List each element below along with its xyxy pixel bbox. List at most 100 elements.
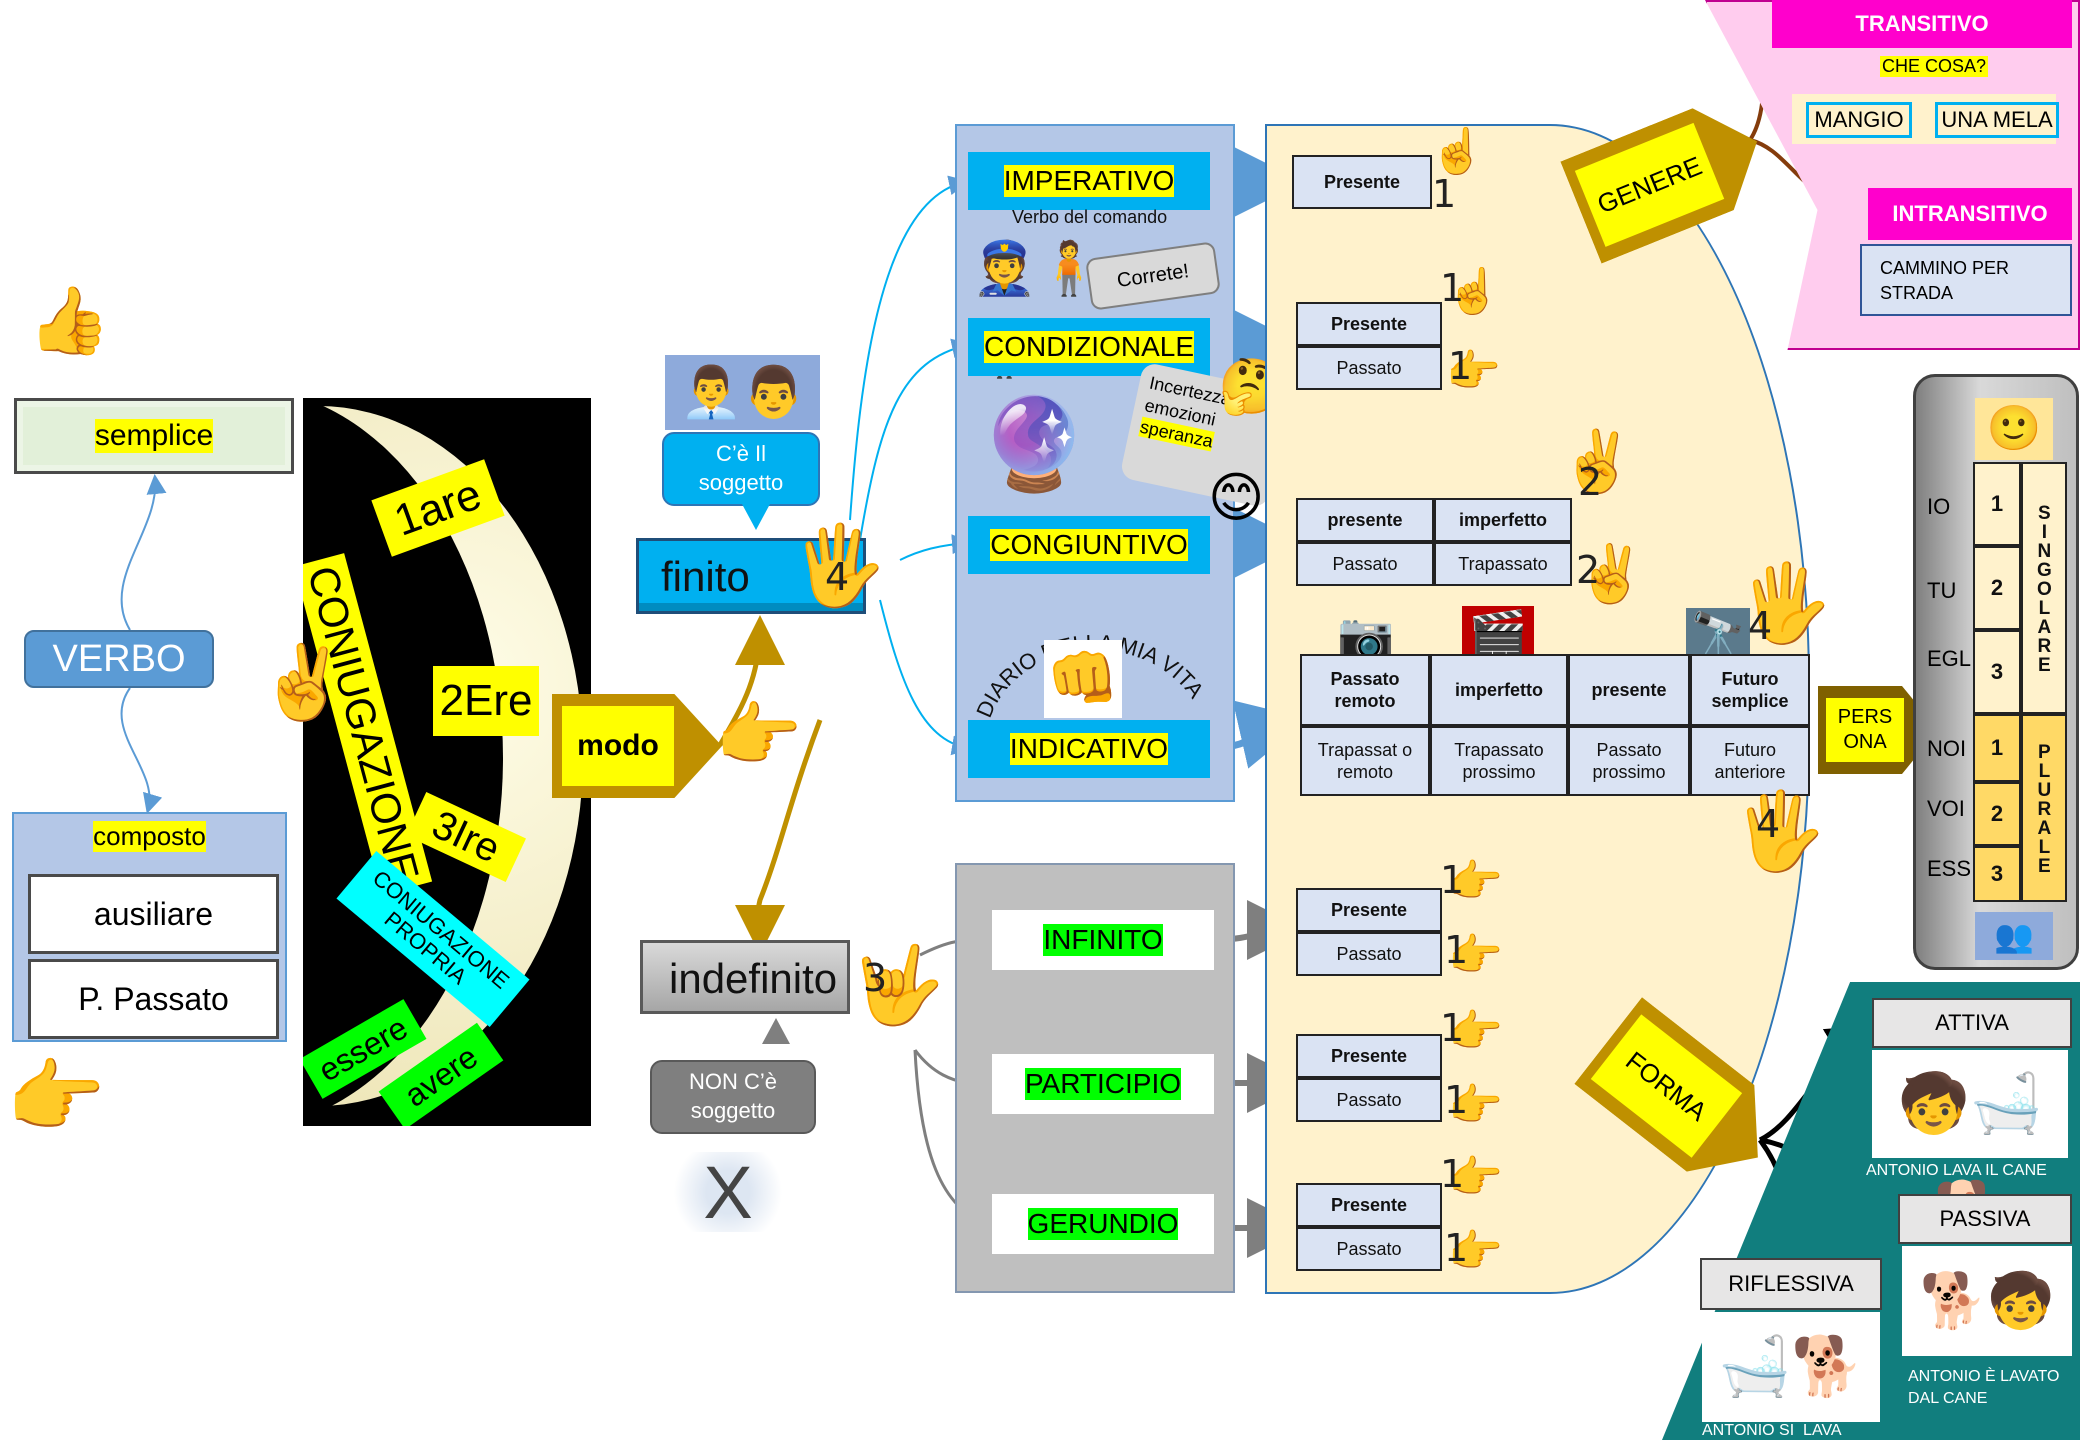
open-hand-icon: 🖐️ (790, 521, 888, 609)
three-fingers-icon: 🤟 (850, 943, 945, 1028)
persona-num-6: 3 (1973, 846, 2021, 902)
congiuntivo-presente: presente (1296, 498, 1434, 542)
pronoun-essi: ESSI (1927, 856, 1978, 881)
indefinito-count: 3 (863, 956, 888, 1000)
indicativo-simple-3: Futuro semplice (1690, 654, 1810, 726)
indicativo-count-a: 4 (1748, 604, 1773, 648)
pointing-hand-icon: 👉 (1448, 1227, 1503, 1276)
person-icon: 🙂 (1975, 398, 2053, 460)
infinito-count-b: 1 (1444, 928, 1469, 972)
pointing-hand-icon: 👉 (1448, 1153, 1503, 1202)
una-mela-label: UNA MELA (1941, 107, 2053, 132)
pointing-hand-icon: 👉 (1448, 857, 1503, 906)
indicativo-compound-3: Futuro anteriore (1690, 726, 1810, 796)
indicativo-compound-0: Trapassat o remoto (1300, 726, 1430, 796)
una-mela-box: UNA MELA (1935, 102, 2059, 138)
condizionale-presente: Presente (1296, 302, 1442, 346)
gerundio-box: GERUNDIO (992, 1194, 1214, 1254)
indicativo-simple-1: imperfetto (1430, 654, 1568, 726)
gerundio-presente: Presente (1296, 1183, 1442, 1227)
attiva-caption: ANTONIO LAVA IL CANE (1866, 1162, 2047, 1179)
passiva-label: PASSIVA (1939, 1206, 2031, 1231)
pronoun-egli: EGLI (1927, 646, 1978, 671)
persona-num-4: 1 (1973, 714, 2021, 782)
pointing-hand-icon: 👉 (1448, 1081, 1503, 1130)
riflessiva-caption: ANTONIO SI LAVA (1702, 1422, 1842, 1439)
pointing-fist-icon: 👊 (1044, 640, 1122, 718)
congiuntivo-box: CONGIUNTIVO (968, 516, 1210, 574)
indicativo-simple-2: presente (1568, 654, 1690, 726)
pronoun-io: IO (1927, 494, 1951, 519)
thumbs-up-icon: 👍 (28, 283, 111, 357)
plurale-label: PLURALE (2021, 714, 2067, 902)
people-icon: 👨‍💼👨 (665, 355, 820, 430)
open-hand-icon: 🖐️ (1732, 789, 1827, 874)
congiuntivo-count-b: 2 (1576, 548, 1601, 592)
cammino-label: CAMMINO PER STRADA (1880, 258, 2010, 304)
transitivo-box: TRANSITIVO (1772, 0, 2072, 48)
soggetto-no-label: NON C’è soggetto (688, 1069, 777, 1123)
finito-box: finito (636, 538, 866, 614)
camera-icon: 📷 (1337, 610, 1395, 662)
persona-num-2: 2 (1973, 546, 2021, 630)
participio-count-a: 1 (1440, 1006, 1465, 1050)
imperativo-count: 1 (1432, 172, 1457, 216)
pronoun-noi: NOI (1927, 736, 1967, 761)
transitivo-label: TRANSITIVO (1855, 11, 1989, 36)
pronoun-voi: VOI (1927, 796, 1965, 821)
congiuntivo-label: CONGIUNTIVO (990, 529, 1188, 561)
infinito-box: INFINITO (992, 910, 1214, 970)
indicativo-compound-2: Passato prossimo (1568, 726, 1690, 796)
bubble-tail (762, 1018, 790, 1044)
participio-label: PARTICIPIO (1024, 1068, 1182, 1100)
riflessiva-picture: 🛁🐕 (1702, 1312, 1880, 1422)
coniugazione-panel: CONIUGAZIONE 1are 2Ere 3Ire CONIUGAZIONE… (303, 398, 591, 1126)
imperativo-presente: Presente (1292, 155, 1432, 209)
riflessiva-label: RIFLESSIVA (1728, 1271, 1854, 1296)
participio-passato-box: P. Passato (28, 959, 279, 1039)
indicativo-simple-0: Passato remoto (1300, 654, 1430, 726)
indefinito-box: indefinito (640, 940, 850, 1014)
indicativo-count-b: 4 (1756, 802, 1781, 846)
pointing-hand-icon: 👉 (6, 1052, 106, 1141)
pointing-hand-icon: 👉 (1448, 931, 1503, 980)
soggetto-no-bubble: NON C’è soggetto (650, 1060, 816, 1134)
infinito-passato: Passato (1296, 932, 1442, 976)
imperativo-label: IMPERATIVO (1003, 165, 1175, 197)
finito-count: 4 (825, 555, 850, 599)
verbo-label: VERBO (52, 637, 186, 680)
forma-label: FORMA (1620, 1044, 1713, 1127)
gerundio-label: GERUNDIO (1027, 1208, 1179, 1240)
indicativo-label: INDICATIVO (1009, 733, 1169, 765)
indicativo-compound-1: Trapassato prossimo (1430, 726, 1568, 796)
participio-count-b: 1 (1444, 1078, 1469, 1122)
verbo-box: VERBO (24, 630, 214, 688)
ausiliare-box: ausiliare (28, 874, 279, 954)
semplice-label: semplice (94, 419, 214, 453)
infinito-count-a: 1 (1440, 858, 1465, 902)
participio-passato-label: P. Passato (78, 980, 229, 1017)
mangio-box: MANGIO (1806, 102, 1912, 138)
ere-label: 2Ere (433, 666, 539, 736)
condizionale-label: CONDIZIONALE (983, 331, 1195, 363)
passiva-box: PASSIVA (1898, 1194, 2072, 1244)
pointing-hand-icon: 👉 (715, 696, 803, 774)
pointing-hand-icon: 👉 (1446, 347, 1501, 396)
attiva-label: ATTIVA (1935, 1010, 2009, 1035)
imperativo-box: IMPERATIVO (968, 152, 1210, 210)
participio-presente: Presente (1296, 1034, 1442, 1078)
indefinito-label: indefinito (669, 955, 838, 1002)
modo-label: modo (577, 729, 659, 762)
pointing-hand-icon: 👉 (1448, 1007, 1503, 1056)
riflessiva-box: RIFLESSIVA (1700, 1258, 1882, 1310)
congiuntivo-count-a: 2 (1578, 460, 1603, 504)
mangio-label: MANGIO (1814, 107, 1904, 132)
finito-label: finito (661, 553, 750, 600)
composto-panel: composto ausiliare P. Passato (12, 812, 287, 1042)
soggetto-yes-label: C’è Il soggetto (698, 441, 784, 495)
bubble-tail (742, 504, 770, 530)
gerundio-count-b: 1 (1444, 1226, 1469, 1270)
pointing-hand-icon: ☝️ (1446, 267, 1501, 316)
infinito-presente: Presente (1296, 888, 1442, 932)
open-hand-icon: 🖐️ (1738, 561, 1833, 646)
